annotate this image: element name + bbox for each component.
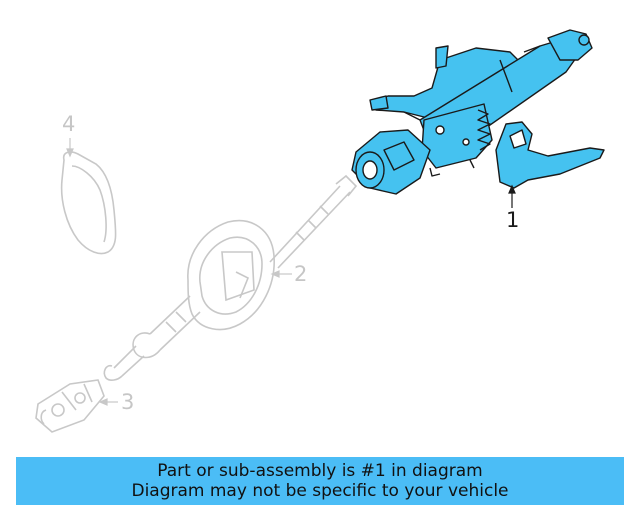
callout-1[interactable]: 1: [506, 208, 520, 232]
part-1-steering-column[interactable]: [351, 29, 605, 195]
leader-line-4: [66, 138, 74, 158]
banner-line-2: Diagram may not be specific to your vehi…: [131, 481, 509, 501]
callout-4[interactable]: 4: [62, 112, 76, 136]
banner-line-1: Part or sub-assembly is #1 in diagram: [157, 461, 483, 481]
callout-2[interactable]: 2: [294, 262, 308, 286]
part-4-column-cover[interactable]: [60, 151, 117, 255]
leader-line-1: [508, 184, 516, 208]
part-2-boot-and-shaft[interactable]: [103, 174, 358, 381]
leader-line-3: [98, 398, 118, 406]
callout-3[interactable]: 3: [121, 390, 135, 414]
info-banner: Part or sub-assembly is #1 in diagram Di…: [16, 457, 624, 505]
leader-line-2: [270, 270, 292, 278]
part-3-universal-joint[interactable]: [35, 379, 105, 433]
